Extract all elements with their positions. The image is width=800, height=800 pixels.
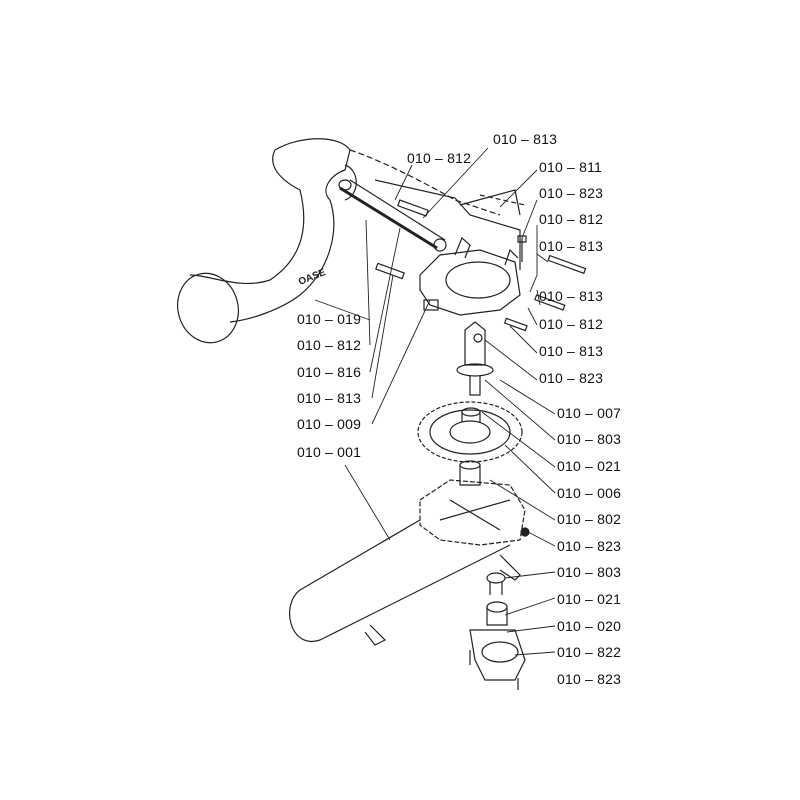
part-label: 010 – 812 [297, 337, 362, 353]
part-label: 010 – 812 [539, 316, 604, 332]
gear-housing-part [419, 236, 521, 316]
bracket-part [374, 179, 587, 332]
swivel-part [456, 321, 494, 396]
part-label: 010 – 803 [557, 564, 622, 580]
part-label: 010 – 006 [557, 485, 622, 501]
leader-lines [314, 147, 556, 656]
part-label: 010 – 001 [297, 444, 362, 460]
part-label: 010 – 813 [297, 390, 362, 406]
part-label: 010 – 021 [557, 458, 622, 474]
part-label: 010 – 020 [557, 618, 622, 634]
part-label: 010 – 823 [539, 370, 604, 386]
part-label: 010 – 802 [557, 511, 622, 527]
spout-housing-part [177, 138, 501, 344]
part-label: 010 – 019 [297, 311, 362, 327]
part-label: 010 – 823 [539, 185, 604, 201]
part-label: 010 – 813 [493, 131, 558, 147]
part-label: 010 – 812 [539, 211, 604, 227]
part-label: 010 – 813 [539, 288, 604, 304]
part-label: 010 – 811 [539, 159, 603, 175]
base-part [289, 460, 530, 646]
pump-part [469, 572, 526, 690]
part-label: 010 – 021 [557, 591, 622, 607]
part-label: 010 – 823 [557, 538, 622, 554]
part-label: 010 – 823 [557, 671, 622, 687]
part-label: 010 – 813 [539, 343, 604, 359]
part-label: 010 – 812 [407, 150, 472, 166]
part-label: 010 – 813 [539, 238, 604, 254]
part-label: 010 – 007 [557, 405, 622, 421]
part-label: 010 – 803 [557, 431, 622, 447]
part-label: 010 – 822 [557, 644, 622, 660]
rod-part [338, 179, 447, 252]
part-label: 010 – 816 [297, 364, 362, 380]
disc-part [417, 401, 523, 463]
part-label: 010 – 009 [297, 416, 362, 432]
